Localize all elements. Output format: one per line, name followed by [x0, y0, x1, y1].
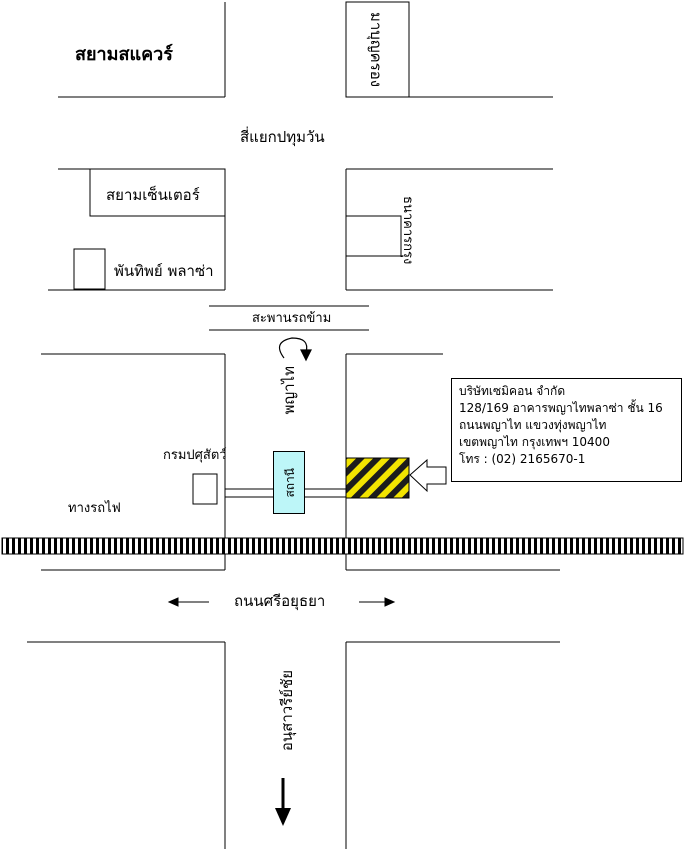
block-bottom-left: [27, 641, 226, 849]
label-mahboonkrong: มาบุญครอง: [367, 12, 385, 88]
block-below-rail-right: [345, 554, 560, 571]
label-siam-center: สยามเซ็นเตอร์: [106, 186, 200, 204]
station-box: สถานี: [273, 451, 305, 514]
block-lower-left: [41, 353, 346, 538]
company-info-box: บริษัทเซมิคอน จำกัด 128/169 อาคารพญาไทพล…: [451, 378, 682, 482]
company-building: [345, 457, 410, 499]
pointer-arrow-icon: [409, 458, 447, 493]
label-sri-ayuthaya-road: ถนนศรีอยุธยา: [234, 592, 326, 610]
road-arrows: [167, 597, 396, 607]
block-mid-left: [48, 168, 226, 291]
label-livestock-dept: กรมปศุสัตว์: [163, 448, 227, 463]
label-phayathai-road: พญาไท: [280, 366, 298, 415]
south-arrow-icon: [275, 778, 291, 826]
company-address-line3: เขตพญาไท กรุงเทพฯ 10400: [459, 435, 610, 449]
skywalk-lines: [209, 305, 369, 331]
block-below-rail-left: [41, 554, 226, 571]
block-top-right: [345, 1, 553, 98]
railway-track: [1, 537, 684, 555]
label-victory-monument: อนุสาวรีย์ชัย: [278, 670, 296, 752]
block-lower-right: [345, 353, 443, 538]
label-intersection: สี่แยกปทุมวัน: [240, 128, 325, 146]
label-station: สถานี: [282, 467, 297, 498]
label-skywalk: สะพานรถข้าม: [252, 311, 332, 326]
u-turn-arrow-icon: [278, 337, 312, 362]
label-siam-square: สยามสแควร์: [75, 44, 173, 65]
label-bank: ธนาคารกรุง: [400, 196, 415, 265]
company-name: บริษัทเซมิคอน จำกัด: [459, 384, 566, 398]
company-address-line1: 128/169 อาคารพญาไทพลาซ่า ชั้น 16: [459, 401, 663, 415]
company-address-line2: ถนนพญาไท แขวงทุ่งพญาไท: [459, 418, 607, 432]
label-pantip-plaza: พันทิพย์ พลาซ่า: [114, 262, 214, 280]
company-phone: โทร : (02) 2165670-1: [459, 452, 586, 466]
label-railway: ทางรถไฟ: [68, 501, 121, 516]
block-top-left: [58, 2, 226, 98]
block-mid-right: [345, 168, 553, 291]
block-bottom-right: [345, 641, 560, 849]
